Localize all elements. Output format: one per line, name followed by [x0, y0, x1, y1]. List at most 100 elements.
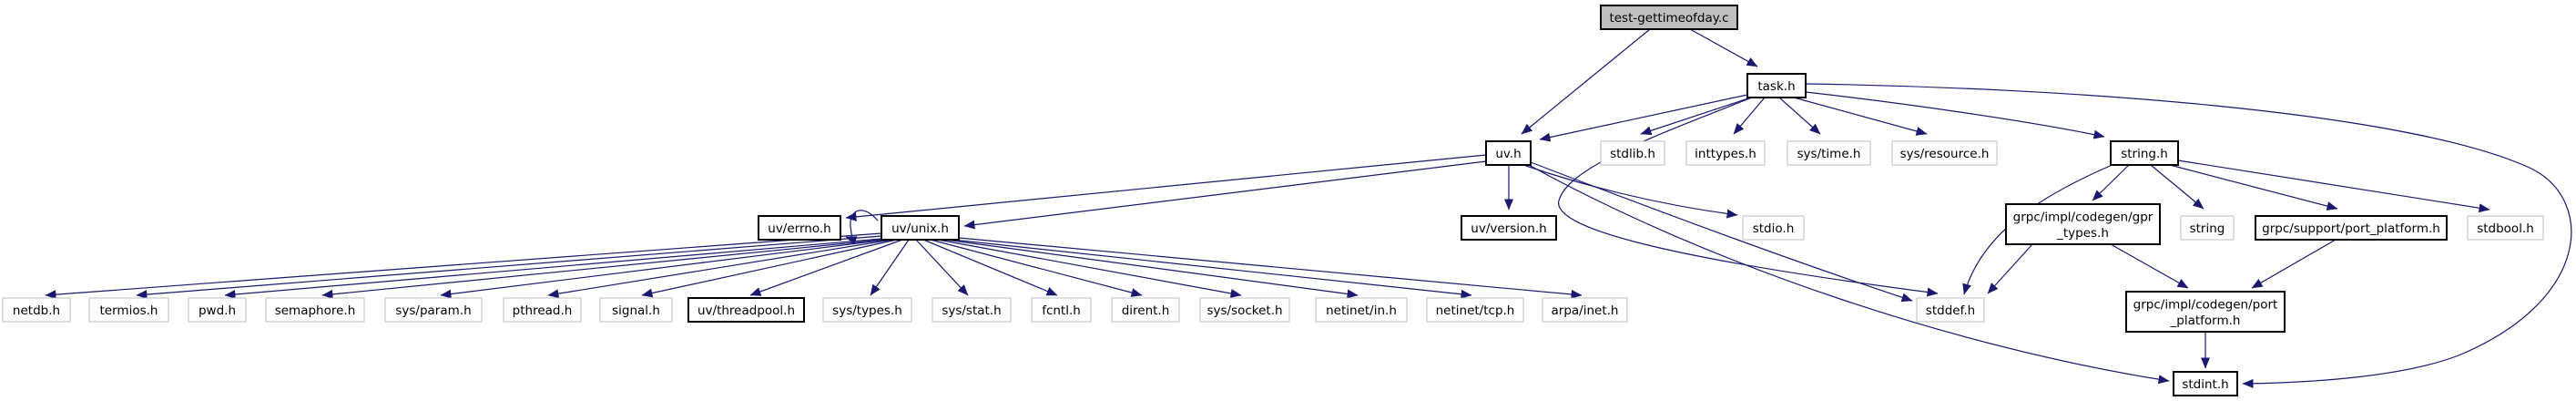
node-grpc-impl-codegen-gpr-types-h[interactable]: grpc/impl/codegen/gpr _types.h — [2005, 203, 2161, 245]
edge-uv-unix-h-to-signal-h — [641, 239, 898, 298]
node-box-semaphore-h — [265, 297, 365, 323]
edge-test-gettimeofday-c-to-uv-h — [1521, 28, 1651, 135]
node-test-gettimeofday-c[interactable]: test-gettimeofday.c — [1600, 5, 1738, 30]
edge-uv-h-to-uv-errno-h — [845, 154, 1487, 221]
node-label-sys-stat-h: sys/stat.h — [942, 303, 1001, 318]
edge-task-h-to-stdlib-h — [1640, 97, 1752, 136]
node-box-stdbool-h — [2467, 215, 2544, 241]
node-box-pwd-h — [188, 297, 247, 323]
node-netinet-tcp-h: netinet/tcp.h — [1426, 297, 1524, 323]
node-box-test-gettimeofday-c[interactable] — [1600, 5, 1738, 30]
node-stdio-h: stdio.h — [1742, 215, 1805, 241]
node-uv-errno-h[interactable]: uv/errno.h — [758, 215, 841, 241]
node-box-grpc-impl-codegen-gpr-types-h[interactable] — [2005, 203, 2161, 245]
node-label-stdint-h: stdint.h — [2182, 377, 2228, 392]
node-label-netdb-h: netdb.h — [13, 303, 60, 318]
node-box-uv-h[interactable] — [1485, 140, 1532, 166]
edge-uv-unix-h-to-sys-socket-h — [937, 239, 1242, 298]
node-box-netinet-in-h — [1315, 297, 1408, 323]
node-box-netdb-h — [2, 297, 71, 323]
node-label-sys-resource-h: sys/resource.h — [1900, 147, 1990, 161]
edge-uv-h-to-uv-unix-h — [963, 160, 1487, 230]
node-uv-h[interactable]: uv.h — [1485, 140, 1532, 166]
node-label-grpc-impl-codegen-gpr-types-h-line2: _types.h — [2056, 226, 2109, 241]
node-box-sys-param-h — [384, 297, 483, 323]
node-box-sys-resource-h — [1891, 140, 1998, 166]
node-box-stddef-h — [1916, 297, 1985, 323]
node-sys-types-h: sys/types.h — [822, 297, 912, 323]
node-box-uv-version-h[interactable] — [1461, 215, 1557, 241]
edges-layer — [45, 28, 2572, 388]
edge-task-h-to-sys-time-h — [1778, 97, 1821, 135]
node-label-stddef-h: stddef.h — [1926, 303, 1975, 318]
node-box-inttypes-h — [1685, 140, 1766, 166]
node-box-uv-unix-h[interactable] — [881, 215, 960, 241]
node-string-h[interactable]: string.h — [2110, 140, 2179, 166]
edge-uv-unix-h-to-uv-threadpool-h — [749, 239, 903, 296]
node-box-grpc-impl-codegen-port-platform-h[interactable] — [2125, 291, 2286, 333]
node-uv-version-h[interactable]: uv/version.h — [1461, 215, 1557, 241]
node-box-string-h[interactable] — [2110, 140, 2179, 166]
node-uv-threadpool-h[interactable]: uv/threadpool.h — [687, 297, 805, 323]
edge-uv-h-to-stdint-h — [1528, 164, 2170, 385]
node-dirent-h: dirent.h — [1111, 297, 1180, 323]
edge-task-h-to-uv-h — [1539, 94, 1748, 142]
node-label-uv-unix-h: uv/unix.h — [891, 221, 949, 236]
edge-uv-unix-h-to-netinet-in-h — [944, 239, 1359, 299]
edge-uv-unix-h-to-sys-param-h — [440, 239, 888, 299]
node-netdb-h: netdb.h — [2, 297, 71, 323]
node-label-uv-version-h: uv/version.h — [1471, 221, 1546, 236]
node-termios-h: termios.h — [88, 297, 169, 323]
node-label-grpc-impl-codegen-gpr-types-h-line1: grpc/impl/codegen/gpr — [2013, 210, 2153, 224]
node-pthread-h: pthread.h — [503, 297, 582, 323]
node-task-h[interactable]: task.h — [1746, 73, 1807, 98]
node-stdint-h[interactable]: stdint.h — [2173, 371, 2238, 396]
node-label-termios-h: termios.h — [100, 303, 158, 318]
node-label-test-gettimeofday-c: test-gettimeofday.c — [1609, 11, 1728, 26]
node-grpc-support-port-platform-h[interactable]: grpc/support/port_platform.h — [2255, 215, 2448, 241]
node-box-task-h[interactable] — [1746, 73, 1807, 98]
node-grpc-impl-codegen-port-platform-h[interactable]: grpc/impl/codegen/port _platform.h — [2125, 291, 2286, 333]
edge-uv-unix-h-to-netdb-h — [45, 232, 882, 300]
node-uv-unix-h[interactable]: uv/unix.h — [881, 215, 960, 241]
edge-string-h-to-string — [2150, 164, 2204, 210]
edge-uv-unix-h-to-pthread-h — [547, 239, 893, 299]
edge-task-h-to-sys-resource-h — [1793, 97, 1928, 136]
node-box-dirent-h — [1111, 297, 1180, 323]
node-stdbool-h: stdbool.h — [2467, 215, 2544, 241]
edge-uv-unix-h-to-termios-h — [136, 235, 882, 300]
node-box-string — [2180, 215, 2235, 241]
node-box-sys-socket-h — [1199, 297, 1290, 323]
edge-uv-unix-h-to-uv-errno-h — [845, 210, 879, 245]
edge-uv-unix-h-to-sys-types-h — [870, 239, 910, 296]
node-box-stdio-h — [1742, 215, 1805, 241]
node-box-signal-h — [599, 297, 673, 323]
node-label-stdio-h: stdio.h — [1753, 221, 1795, 236]
edge-string-h-to-grpc-impl-codegen-gpr-types-h — [2092, 164, 2130, 201]
edge-grpc-support-port-platform-h-to-grpc-impl-codegen-port-platform-h — [2251, 239, 2337, 289]
node-box-stdlib-h — [1600, 140, 1665, 166]
node-label-uv-h: uv.h — [1495, 147, 1521, 161]
node-sys-socket-h: sys/socket.h — [1199, 297, 1290, 323]
node-box-netinet-tcp-h — [1426, 297, 1524, 323]
node-box-grpc-support-port-platform-h[interactable] — [2255, 215, 2448, 241]
node-box-uv-threadpool-h[interactable] — [687, 297, 805, 323]
node-sys-resource-h: sys/resource.h — [1891, 140, 1998, 166]
edge-uv-h-to-stddef-h — [1530, 161, 1913, 303]
edge-uv-unix-h-to-fcntl-h — [922, 239, 1058, 296]
node-box-stdint-h[interactable] — [2173, 371, 2238, 396]
edge-task-h-to-stddef-h — [1558, 97, 1939, 297]
node-box-pthread-h — [503, 297, 582, 323]
node-label-fcntl-h: fcntl.h — [1042, 303, 1081, 318]
node-box-uv-errno-h[interactable] — [758, 215, 841, 241]
node-label-grpc-impl-codegen-port-platform-h-line1: grpc/impl/codegen/port — [2133, 297, 2278, 312]
node-label-netinet-tcp-h: netinet/tcp.h — [1436, 303, 1515, 318]
node-box-fcntl-h — [1031, 297, 1092, 323]
node-label-signal-h: signal.h — [612, 303, 660, 318]
edge-uv-unix-h-to-semaphore-h — [321, 239, 884, 299]
node-label-pthread-h: pthread.h — [513, 303, 573, 318]
node-sys-param-h: sys/param.h — [384, 297, 483, 323]
node-label-grpc-impl-codegen-port-platform-h-line2: _platform.h — [2170, 314, 2241, 328]
